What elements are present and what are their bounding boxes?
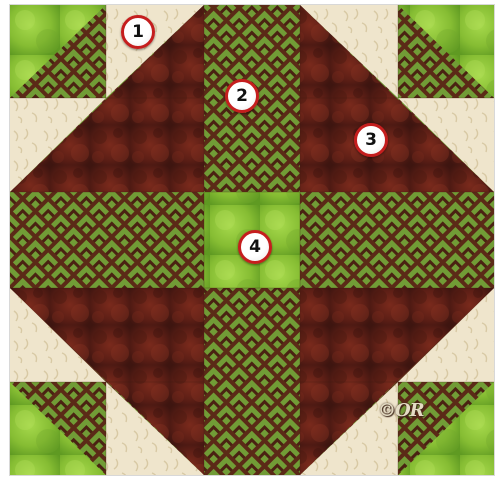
marker-3-label: 3 (365, 132, 377, 149)
marker-1-label: 1 (132, 24, 144, 41)
marker-3: 3 (354, 123, 388, 157)
marker-2: 2 (225, 79, 259, 113)
marker-2-label: 2 (236, 88, 248, 105)
copyright-watermark: ©OR (378, 400, 424, 421)
marker-4: 4 (238, 230, 272, 264)
marker-1: 1 (121, 15, 155, 49)
marker-4-label: 4 (249, 239, 261, 256)
